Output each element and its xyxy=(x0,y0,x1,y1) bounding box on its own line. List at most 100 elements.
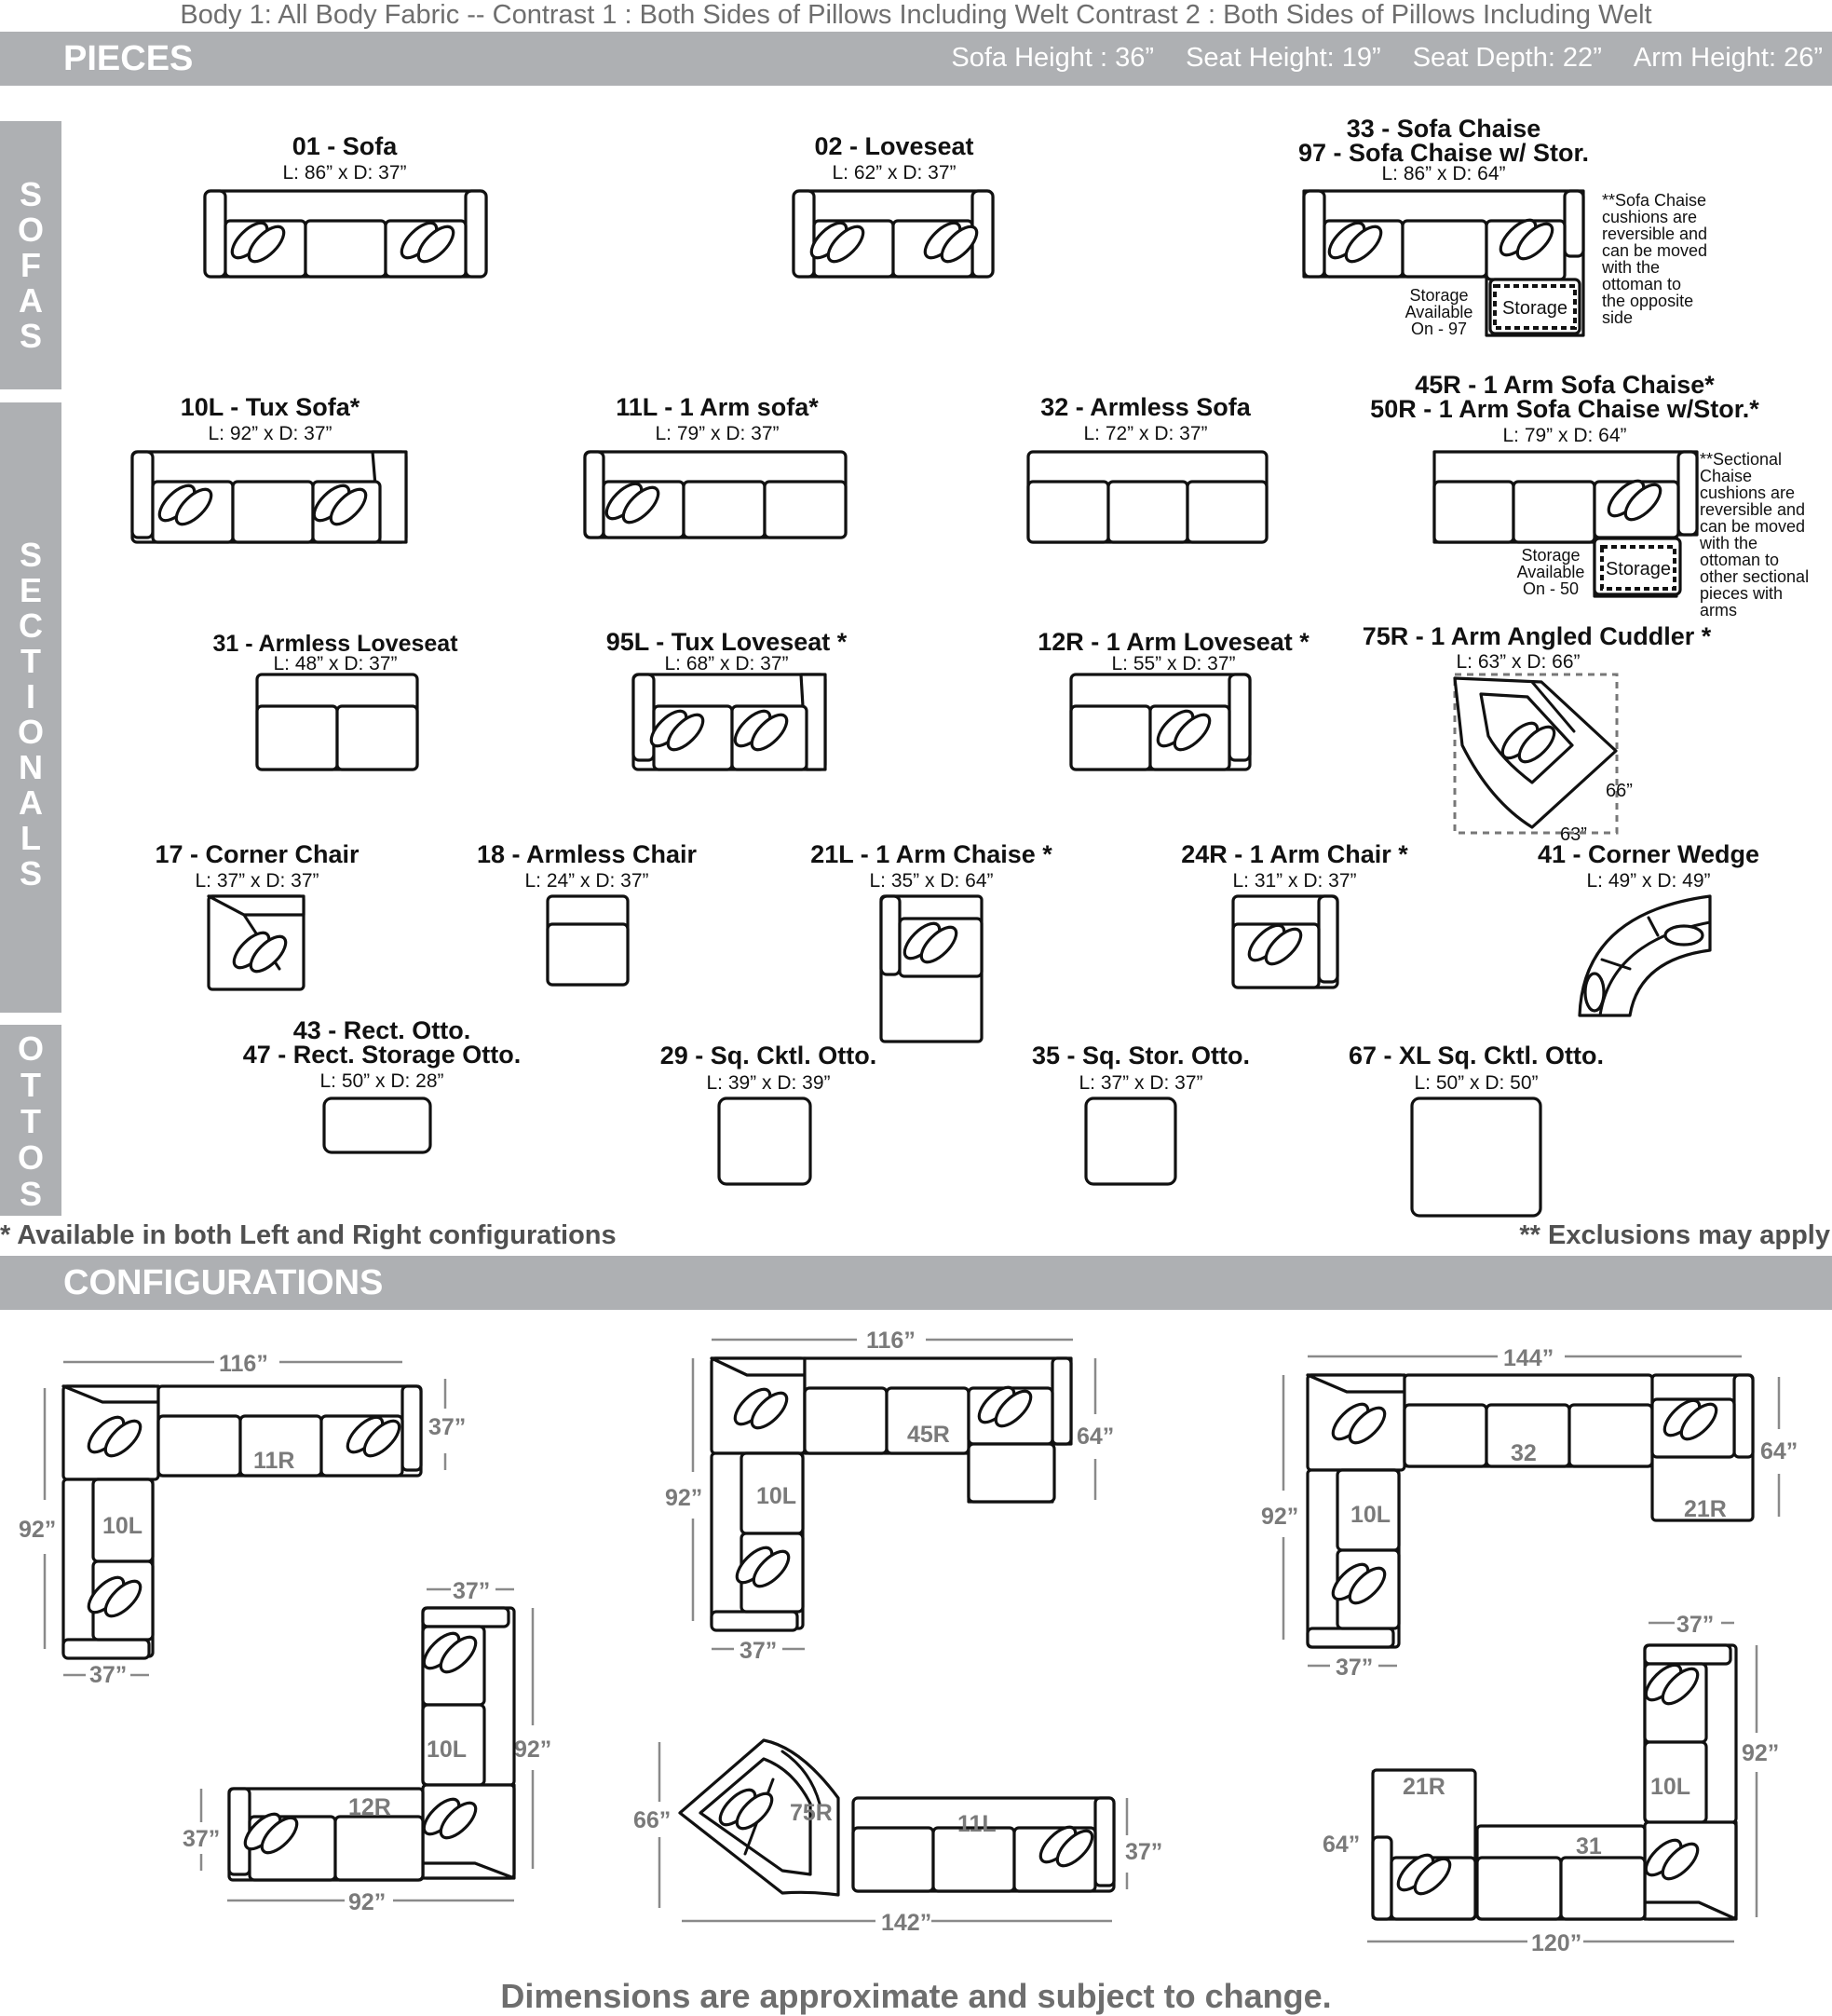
piece-dims: L: 62” x D: 37” xyxy=(832,162,957,184)
piece-95l-tux-loveseat xyxy=(631,673,827,771)
piece-dims: L: 48” x D: 37” xyxy=(273,653,398,674)
piece-title: 95L - Tux Loveseat * xyxy=(605,628,848,656)
cuddler-length: 63” xyxy=(1560,824,1587,845)
piece-title: 01 - Sofa xyxy=(292,132,398,160)
piece-dims: L: 50” x D: 28” xyxy=(319,1070,444,1092)
svg-text:10L: 10L xyxy=(756,1483,796,1509)
svg-text:64”: 64” xyxy=(1077,1423,1114,1450)
piece-10l-tux-sofa xyxy=(130,450,408,544)
configuration-3: 144” 64” 92” 37” 32 21R 10L xyxy=(1261,1345,1798,1681)
piece-dims: L: 49” x D: 49” xyxy=(1586,870,1711,892)
piece-title: 67 - XL Sq. Cktl. Otto. xyxy=(1348,1042,1605,1069)
pieces-dimensions: Sofa Height : 36” Seat Height: 19” Seat … xyxy=(927,43,1823,74)
piece-title: 31 - Armless Loveseat xyxy=(212,631,458,657)
piece-dims: L: 86” x D: 64” xyxy=(1381,163,1506,184)
piece-dims: L: 50” x D: 50” xyxy=(1414,1072,1539,1094)
piece-67-xl-sq-cktl-otto xyxy=(1410,1097,1542,1218)
svg-text:116”: 116” xyxy=(866,1328,916,1354)
piece-title: 35 - Sq. Stor. Otto. xyxy=(1031,1042,1251,1069)
storage-label: Storage xyxy=(1502,298,1567,319)
piece-33-sofa-chaise: Storage xyxy=(1302,189,1585,337)
piece-dims: L: 68” x D: 37” xyxy=(664,653,789,674)
piece-dims: L: 37” x D: 37” xyxy=(1079,1072,1203,1094)
svg-text:75R: 75R xyxy=(790,1800,833,1826)
piece-title-2: 50R - 1 Arm Sofa Chaise w/Stor.* xyxy=(1370,395,1759,423)
pieces-title: PIECES xyxy=(63,39,194,78)
configuration-6: 37” 92” 64” 120” 10L 31 21R xyxy=(1323,1612,1779,1956)
piece-18-armless-chair xyxy=(546,894,630,987)
configuration-5: 66” 37” 142” 75R 11L xyxy=(633,1738,1162,1936)
configurations-header-bar: CONFIGURATIONS xyxy=(0,1256,1832,1310)
piece-24r-one-arm-chair xyxy=(1231,894,1339,989)
piece-dims: L: 24” x D: 37” xyxy=(524,870,649,892)
svg-text:31: 31 xyxy=(1576,1833,1602,1859)
svg-text:64”: 64” xyxy=(1323,1832,1360,1858)
piece-title-2: 97 - Sofa Chaise w/ Stor. xyxy=(1297,139,1590,167)
piece-title: 75R - 1 Arm Angled Cuddler * xyxy=(1362,622,1712,650)
svg-text:92”: 92” xyxy=(1742,1740,1779,1766)
svg-text:92”: 92” xyxy=(1261,1504,1298,1530)
piece-21l-chaise xyxy=(879,894,984,1043)
svg-text:64”: 64” xyxy=(1760,1438,1798,1464)
piece-32-armless-sofa xyxy=(1026,450,1269,544)
piece-title: 18 - Armless Chair xyxy=(476,840,698,868)
piece-29-sq-cktl-otto xyxy=(717,1097,812,1186)
piece-35-sq-stor-otto xyxy=(1084,1097,1177,1186)
piece-dims: L: 35” x D: 64” xyxy=(869,870,994,892)
svg-text:11L: 11L xyxy=(957,1811,997,1837)
svg-text:21R: 21R xyxy=(1403,1774,1445,1800)
piece-dims: L: 79” x D: 64” xyxy=(1502,425,1627,446)
configurations-title: CONFIGURATIONS xyxy=(63,1263,384,1302)
piece-dims: L: 31” x D: 37” xyxy=(1232,870,1357,892)
configuration-1: 116” 37” 92” 37” 11R 10L xyxy=(19,1351,466,1688)
svg-text:92”: 92” xyxy=(19,1517,56,1543)
svg-text:37”: 37” xyxy=(1125,1839,1162,1865)
piece-31-armless-loveseat xyxy=(255,673,419,771)
piece-title: 10L - Tux Sofa* xyxy=(180,393,360,421)
svg-text:37”: 37” xyxy=(740,1638,777,1664)
svg-text:12R: 12R xyxy=(348,1794,391,1820)
svg-text:32: 32 xyxy=(1511,1440,1537,1466)
svg-text:37”: 37” xyxy=(1336,1655,1373,1681)
svg-text:37”: 37” xyxy=(1676,1612,1714,1638)
svg-text:92”: 92” xyxy=(514,1737,551,1763)
svg-text:120”: 120” xyxy=(1531,1930,1581,1956)
piece-dims: L: 79” x D: 37” xyxy=(655,423,780,444)
piece-17-corner-chair xyxy=(207,894,305,991)
configuration-2: 116” 64” 92” 37” 45R 10L xyxy=(665,1328,1114,1664)
piece-75r-angled-cuddler: 66” 63” xyxy=(1453,673,1633,845)
svg-text:116”: 116” xyxy=(219,1351,268,1377)
svg-text:142”: 142” xyxy=(881,1910,931,1936)
piece-dims: L: 72” x D: 37” xyxy=(1083,423,1208,444)
piece-title: 33 - Sofa Chaise xyxy=(1346,115,1541,143)
configuration-4: 37” 92” 37” 92” 10L 12R xyxy=(183,1578,551,1915)
piece-title-2: 47 - Rect. Storage Otto. xyxy=(242,1041,522,1069)
footnote-left: * Available in both Left and Right confi… xyxy=(0,1220,617,1250)
svg-text:10L: 10L xyxy=(1350,1502,1391,1528)
piece-title: 21L - 1 Arm Chaise * xyxy=(810,840,1052,868)
piece-title: 32 - Armless Sofa xyxy=(1040,393,1251,421)
svg-text:10L: 10L xyxy=(102,1513,142,1539)
piece-title: 45R - 1 Arm Sofa Chaise* xyxy=(1415,371,1715,399)
piece-43-rect-otto xyxy=(322,1097,432,1154)
piece-title: 17 - Corner Chair xyxy=(155,840,360,868)
piece-41-corner-wedge xyxy=(1578,894,1712,1017)
piece-title: 29 - Sq. Cktl. Otto. xyxy=(659,1042,877,1069)
piece-45r-one-arm-sofa-chaise: Storage xyxy=(1432,450,1699,598)
sofa-height: Sofa Height : 36” xyxy=(951,43,1155,73)
piece-12r-one-arm-loveseat xyxy=(1069,673,1252,771)
piece-dims: L: 86” x D: 37” xyxy=(282,162,407,184)
piece-title: 02 - Loveseat xyxy=(814,132,974,160)
disclaimer: Dimensions are approximate and subject t… xyxy=(500,1977,1332,2015)
piece-title: 24R - 1 Arm Chair * xyxy=(1181,840,1408,868)
piece-title: 11L - 1 Arm sofa* xyxy=(616,393,819,421)
seat-height: Seat Height: 19” xyxy=(1186,43,1381,73)
piece-title: 12R - 1 Arm Loveseat * xyxy=(1038,628,1310,656)
